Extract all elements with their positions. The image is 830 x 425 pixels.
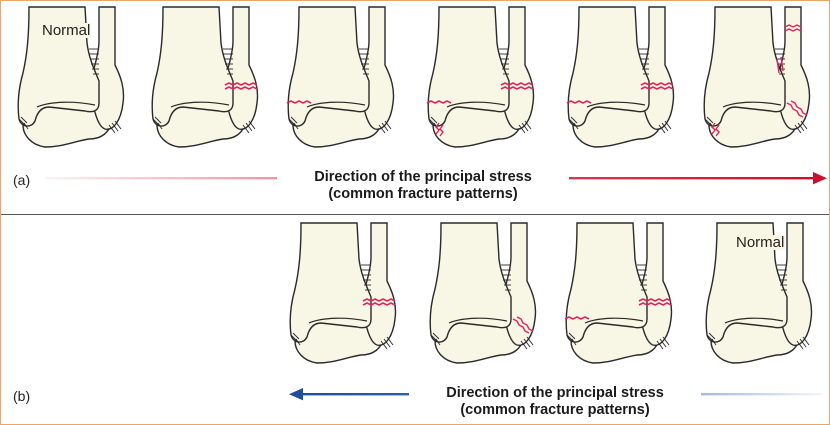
panel-b-ankle-3 — [565, 223, 672, 363]
ankle-bones — [704, 7, 809, 147]
panel-divider — [1, 214, 829, 215]
caption-b-line1: Direction of the principal stress — [412, 385, 698, 402]
panel-b-ankle-1 — [290, 223, 395, 363]
normal-label-a: Normal — [41, 23, 91, 38]
caption-a: Direction of the principal stress (commo… — [277, 169, 569, 203]
caption-b: Direction of the principal stress (commo… — [409, 385, 701, 419]
panel-b-ankles — [290, 223, 811, 363]
arrow-b-head — [289, 388, 303, 400]
ankle-bones — [568, 7, 673, 147]
panel-a-ankle-3 — [287, 7, 394, 147]
ankle-bones — [290, 223, 395, 363]
normal-label-b: Normal — [735, 235, 785, 250]
panel-a-ankle-4 — [427, 7, 534, 147]
caption-b-line2: (common fracture patterns) — [412, 402, 698, 419]
panel-b-ankle-2 — [430, 223, 535, 363]
ankle-bones — [430, 223, 535, 363]
ankle-bones — [288, 7, 393, 147]
panel-b-tag: (b) — [13, 389, 30, 403]
caption-a-line2: (common fracture patterns) — [280, 186, 566, 203]
ankle-bones — [428, 7, 533, 147]
panel-a-ankle-5 — [567, 7, 674, 147]
arrow-a-head — [813, 172, 827, 184]
ankle-bones — [152, 7, 257, 147]
caption-a-line1: Direction of the principal stress — [280, 169, 566, 186]
ankle-bones — [566, 223, 671, 363]
panel-a-tag: (a) — [13, 173, 30, 187]
panel-a-ankles — [18, 7, 809, 147]
panel-a-ankle-6 — [704, 7, 809, 147]
panel-a-ankle-2 — [152, 7, 257, 147]
